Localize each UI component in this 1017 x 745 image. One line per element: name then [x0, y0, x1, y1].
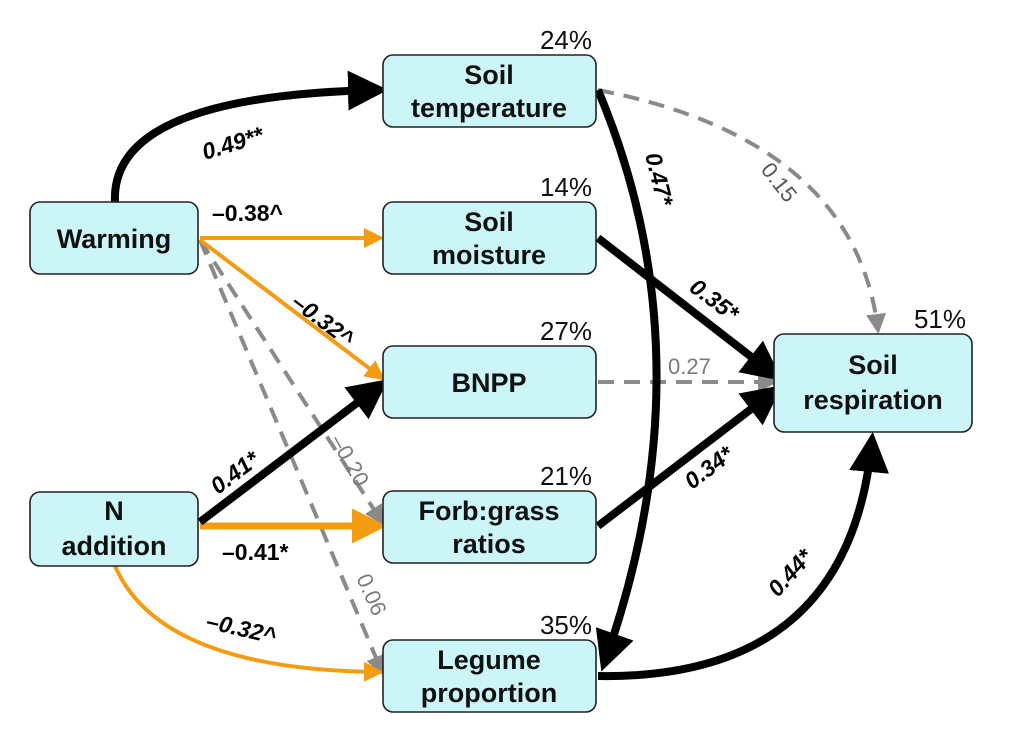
node-n-addition: N addition: [29, 491, 199, 567]
coef-warming-forb-grass: –0.20: [326, 430, 375, 490]
node-label: addition: [62, 531, 167, 561]
coef-soil-temperature-legume: 0.47*: [640, 150, 678, 209]
edge-n-legume: [113, 565, 384, 682]
node-label: BNPP: [451, 368, 526, 398]
node-label: respiration: [803, 385, 943, 415]
coef-n-forb-grass: –0.41*: [222, 539, 289, 565]
node-label: temperature: [411, 93, 567, 123]
node-warming: Warming: [29, 201, 199, 275]
edge-n-bnpp: [197, 379, 389, 526]
node-label: moisture: [432, 240, 546, 270]
coef-soil-temperature-soil-respiration: 0.15: [756, 158, 802, 207]
node-bnpp: BNPP 27%: [382, 316, 597, 419]
r2-label: 24%: [540, 25, 592, 55]
node-label: Warming: [57, 224, 172, 254]
coef-n-legume: –0.32^: [204, 608, 280, 649]
node-soil-moisture: Soil moisture 14%: [382, 172, 597, 275]
edge-warming-soil-temperature: [110, 70, 388, 203]
edge-warming-bnpp: [198, 238, 386, 381]
node-label: Soil: [464, 60, 514, 90]
coef-warming-soil-moisture: –0.38^: [212, 200, 283, 226]
edges: [110, 70, 889, 682]
edge-soil-temperature-legume: [594, 88, 661, 672]
edge-forb-grass-soil-respiration: [595, 385, 783, 530]
node-label: Soil: [848, 350, 898, 380]
coef-forb-grass-soil-respiration: 0.34*: [679, 440, 738, 494]
node-forb-grass: Forb:grass ratios 21%: [382, 461, 597, 564]
coef-warming-bnpp: –0.32^: [287, 288, 360, 352]
r2-label: 35%: [540, 610, 592, 640]
r2-label: 21%: [540, 461, 592, 491]
node-label: Legume: [437, 645, 541, 675]
coef-legume-soil-respiration: 0.44*: [762, 543, 818, 601]
edge-legume-soil-respiration: [597, 432, 889, 681]
coef-soil-moisture-soil-respiration: 0.35*: [685, 273, 744, 327]
r2-label: 27%: [540, 316, 592, 346]
node-label: Soil: [464, 207, 514, 237]
edge-warming-forb-grass: [198, 238, 385, 526]
node-label: Forb:grass: [418, 496, 559, 526]
edge-soil-temperature-soil-respiration: [597, 88, 886, 334]
r2-label: 14%: [540, 172, 592, 202]
node-soil-respiration: Soil respiration 51%: [773, 304, 973, 433]
node-label: proportion: [421, 678, 557, 708]
r2-label: 51%: [914, 304, 966, 334]
node-legume: Legume proportion 35%: [382, 610, 597, 713]
coef-bnpp-soil-respiration: 0.27: [668, 354, 711, 379]
coef-warming-soil-temperature: 0.49**: [199, 121, 268, 164]
node-soil-temperature: Soil temperature 24%: [382, 25, 597, 128]
node-label: ratios: [452, 529, 526, 559]
node-label: N: [104, 496, 124, 526]
edge-soil-moisture-soil-respiration: [595, 234, 783, 381]
